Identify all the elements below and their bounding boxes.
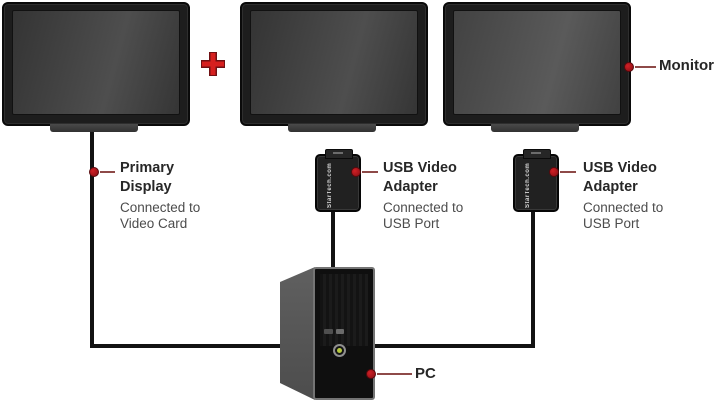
monitor-stand <box>50 124 138 132</box>
monitor-frame <box>2 2 190 126</box>
label-line: Adapter <box>583 179 638 195</box>
label-line: Video Card <box>120 216 188 231</box>
label-primary-display: Primary Display Connected to Video Card <box>120 159 200 232</box>
label-usb-adapter-2: USB Video Adapter Connected to USB Port <box>583 159 663 232</box>
leader-line-pc <box>377 373 412 375</box>
drive-bay-icon <box>324 329 333 334</box>
label-line: Adapter <box>383 179 438 195</box>
pc-tower-vents <box>320 274 368 346</box>
label-line: USB Port <box>383 216 440 231</box>
label-line: USB Port <box>583 216 640 231</box>
label-monitor: Monitor <box>659 57 714 74</box>
cable-adapter2-vertical <box>531 210 535 348</box>
monitor-frame <box>443 2 631 126</box>
label-line: Connected to <box>383 200 464 215</box>
usb-video-adapter-2: StarTech.com <box>513 149 559 212</box>
leader-line-adapter1 <box>362 171 378 173</box>
cable-adapter2-horizontal <box>373 344 535 348</box>
label-pc: PC <box>415 365 436 382</box>
monitor-stand <box>491 124 579 132</box>
usb-video-adapter-1: StarTech.com <box>315 149 361 212</box>
cable-primary-horizontal <box>90 344 282 348</box>
pc-tower-front-panel <box>313 267 375 400</box>
power-button-icon <box>333 344 346 357</box>
label-line: Connected to <box>120 200 201 215</box>
plus-icon <box>201 52 225 76</box>
adapter-brand-text: StarTech.com <box>525 162 531 208</box>
adapter-brand-text: StarTech.com <box>327 162 333 208</box>
pc-tower-side-panel <box>280 267 315 400</box>
label-usb-adapter-1: USB Video Adapter Connected to USB Port <box>383 159 463 232</box>
label-line: Display <box>120 179 172 195</box>
callout-dot-pc <box>366 369 376 379</box>
callout-dot-adapter2 <box>549 167 559 177</box>
label-line: Primary <box>120 160 175 176</box>
pc-tower <box>278 265 378 404</box>
leader-line-monitor <box>635 66 656 68</box>
cable-primary-vertical <box>90 132 94 346</box>
label-line: Connected to <box>583 200 664 215</box>
monitor-stand <box>288 124 376 132</box>
usb-plug-icon <box>523 149 551 159</box>
label-line: USB Video <box>583 160 657 176</box>
leader-line-adapter2 <box>560 171 576 173</box>
monitor-screen <box>250 10 418 115</box>
callout-dot-monitor <box>624 62 634 72</box>
usb-plug-icon <box>325 149 353 159</box>
cable-adapter1-to-pc <box>331 210 335 268</box>
label-line: USB Video <box>383 160 457 176</box>
drive-bay-icon <box>336 329 344 334</box>
monitor-screen <box>12 10 180 115</box>
leader-line-primary <box>100 171 115 173</box>
monitor-screen <box>453 10 621 115</box>
callout-dot-primary <box>89 167 99 177</box>
monitor-frame <box>240 2 428 126</box>
callout-dot-adapter1 <box>351 167 361 177</box>
